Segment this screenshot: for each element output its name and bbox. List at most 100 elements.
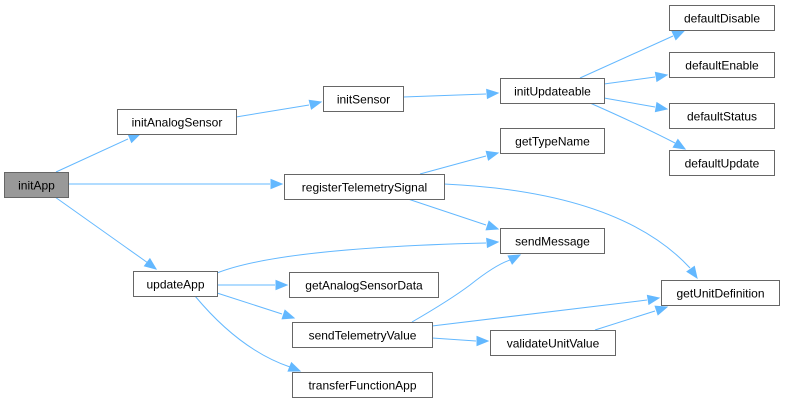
edge-sendTelemetryValue-to-validateUnitValue (431, 335, 490, 347)
edge-registerTelemetrySignal-to-getTypeName (419, 150, 500, 175)
node-label: sendTelemetryValue (309, 329, 417, 343)
node-box[interactable] (500, 128, 605, 154)
node-label: initAnalogSensor (132, 116, 223, 130)
edge-initUpdateable-to-defaultStatus (603, 97, 669, 113)
node-box[interactable] (292, 372, 433, 398)
node-label: initUpdateable (514, 85, 591, 99)
arrowhead-icon (308, 99, 323, 110)
node-box[interactable] (292, 322, 433, 348)
node-box[interactable] (133, 271, 218, 297)
edge-updateApp-to-sendTelemetryValue (216, 292, 296, 320)
arrowhead-icon (287, 361, 302, 372)
node-updateApp[interactable]: updateApp (133, 271, 218, 297)
edge-line (402, 93, 487, 98)
arrowhead-icon (486, 237, 500, 249)
node-label: defaultDisable (684, 12, 760, 26)
arrowhead-icon (646, 294, 661, 306)
node-sendTelemetryValue[interactable]: sendTelemetryValue (292, 322, 433, 348)
edge-initApp-to-updateApp (54, 196, 158, 270)
node-box[interactable] (500, 228, 605, 254)
node-box[interactable] (289, 272, 439, 298)
edge-line (235, 104, 310, 118)
edge-initAnalogSensor-to-initSensor (235, 99, 323, 118)
arrowhead-icon (485, 220, 500, 231)
node-label: getUnitDefinition (676, 287, 764, 301)
edge-updateApp-to-transferFunctionApp (194, 295, 302, 372)
edge-line (431, 299, 648, 327)
node-registerTelemetrySignal[interactable]: registerTelemetrySignal (284, 174, 445, 200)
edge-initUpdateable-to-defaultEnable (603, 71, 669, 85)
node-getUnitDefinition[interactable]: getUnitDefinition (661, 280, 780, 306)
edge-line (594, 310, 656, 331)
node-box[interactable] (490, 330, 616, 356)
node-getAnalogSensorData[interactable]: getAnalogSensorData (289, 272, 439, 298)
node-label: validateUnitValue (507, 337, 600, 351)
arrowhead-icon (654, 71, 669, 83)
arrowhead-icon (275, 279, 289, 291)
node-initAnalogSensor[interactable]: initAnalogSensor (117, 109, 237, 135)
edge-line (54, 196, 149, 264)
edge-line (194, 295, 291, 368)
node-initSensor[interactable]: initSensor (323, 86, 404, 112)
node-box[interactable] (284, 174, 445, 200)
edge-line (443, 183, 691, 269)
arrowhead-icon (686, 265, 698, 280)
edge-registerTelemetrySignal-to-getUnitDefinition (443, 183, 698, 280)
edge-line (589, 102, 676, 144)
node-box[interactable] (669, 103, 775, 129)
arrowhead-icon (281, 309, 296, 320)
node-label: initApp (18, 179, 55, 193)
edge-line (55, 138, 129, 173)
arrowhead-icon (127, 133, 142, 144)
node-validateUnitValue[interactable]: validateUnitValue (490, 330, 616, 356)
edge-line (603, 76, 656, 85)
node-box[interactable] (323, 86, 404, 112)
arrowhead-icon (270, 178, 284, 190)
edge-initSensor-to-initUpdateable (402, 88, 500, 100)
edge-initApp-to-initAnalogSensor (55, 133, 142, 173)
node-label: registerTelemetrySignal (302, 181, 427, 195)
node-initApp[interactable]: initApp (4, 172, 69, 198)
node-label: defaultStatus (687, 110, 757, 124)
node-initUpdateable[interactable]: initUpdateable (500, 78, 605, 104)
node-box[interactable] (500, 78, 605, 104)
node-defaultDisable[interactable]: defaultDisable (669, 5, 775, 31)
edges-layer (54, 30, 698, 372)
edge-line (579, 35, 674, 79)
node-getTypeName[interactable]: getTypeName (500, 128, 605, 154)
node-defaultUpdate[interactable]: defaultUpdate (669, 150, 775, 176)
edge-line (419, 155, 487, 175)
node-box[interactable] (669, 52, 775, 78)
edge-updateApp-to-getAnalogSensorData (217, 279, 289, 291)
node-label: initSensor (337, 93, 390, 107)
arrowhead-icon (507, 254, 522, 265)
node-label: getTypeName (515, 135, 590, 149)
edge-initUpdateable-to-defaultUpdate (589, 102, 687, 150)
arrowhead-icon (654, 305, 669, 316)
node-box[interactable] (669, 150, 775, 176)
node-box[interactable] (117, 109, 237, 135)
node-label: sendMessage (515, 235, 590, 249)
edge-line (431, 337, 477, 342)
arrowhead-icon (654, 101, 669, 113)
node-label: getAnalogSensorData (305, 279, 423, 293)
node-label: updateApp (146, 278, 204, 292)
edge-registerTelemetrySignal-to-sendMessage (407, 198, 500, 231)
node-box[interactable] (669, 5, 775, 31)
node-defaultStatus[interactable]: defaultStatus (669, 103, 775, 129)
edge-line (411, 259, 511, 323)
node-sendMessage[interactable]: sendMessage (500, 228, 605, 254)
arrowhead-icon (672, 138, 687, 150)
node-box[interactable] (661, 280, 780, 306)
node-label: transferFunctionApp (308, 379, 416, 393)
arrowhead-icon (486, 88, 500, 100)
node-box[interactable] (4, 172, 69, 198)
edge-updateApp-to-sendMessage (216, 237, 500, 274)
node-transferFunctionApp[interactable]: transferFunctionApp (292, 372, 433, 398)
edge-line (603, 97, 656, 108)
arrowhead-icon (476, 335, 490, 347)
edge-line (216, 242, 487, 274)
node-defaultEnable[interactable]: defaultEnable (669, 52, 775, 78)
node-label: defaultUpdate (685, 157, 760, 171)
nodes-layer: initApp initAnalogSensor registerTelemetry… (4, 5, 780, 398)
